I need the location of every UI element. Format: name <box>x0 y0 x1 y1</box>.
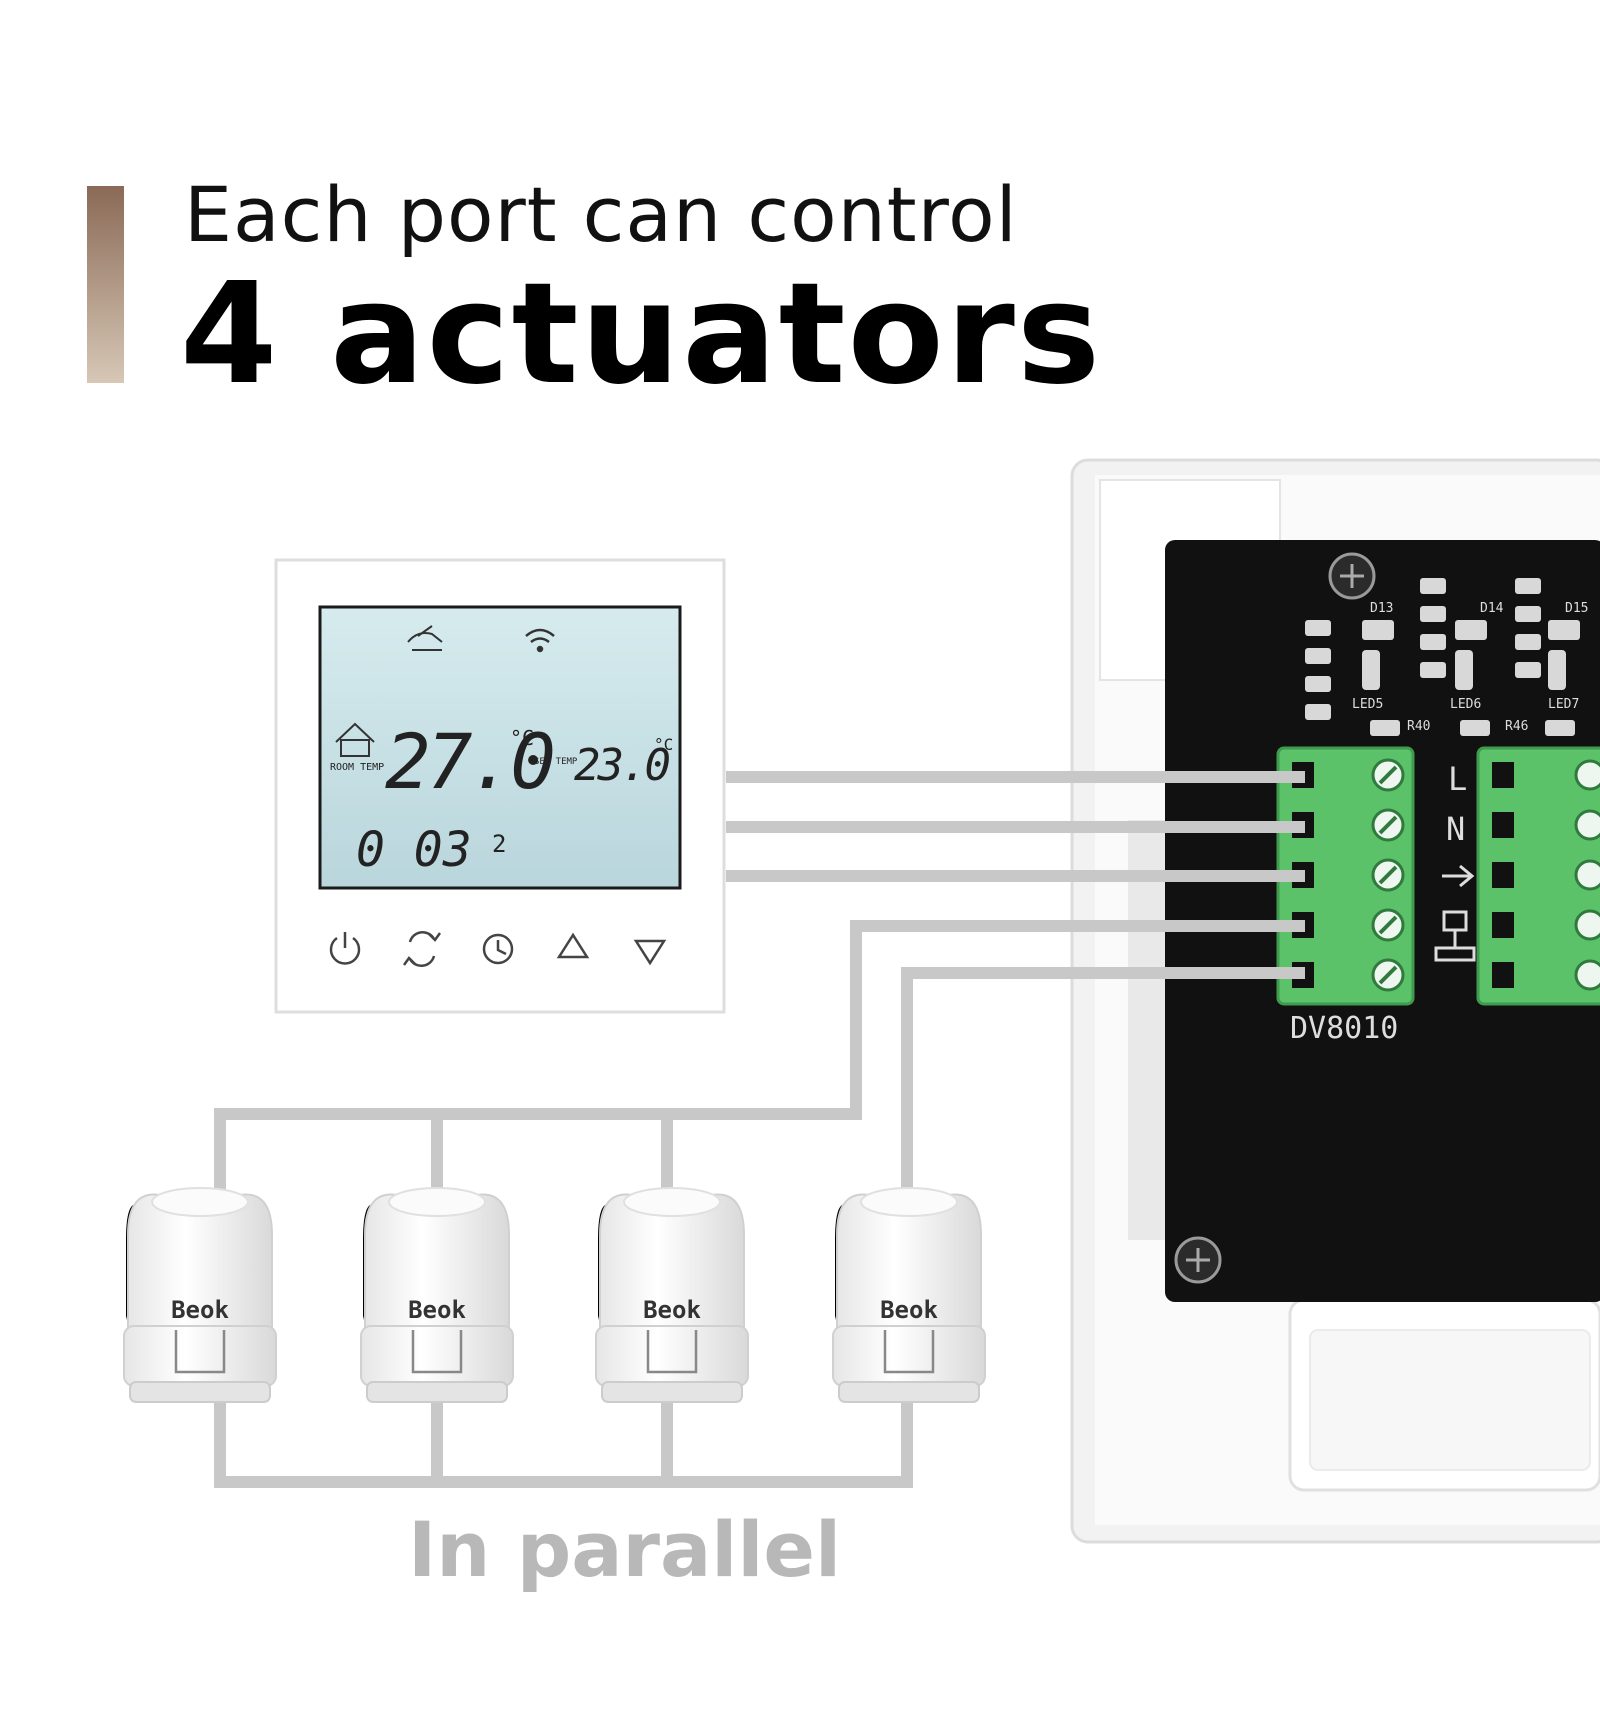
set-temp-unit: °C <box>654 735 673 754</box>
circuit-board: D13 D14 D15 LED5 LED6 LED7 R40 R46 <box>1165 540 1600 1302</box>
day-display: 2 <box>492 830 506 858</box>
wires <box>214 771 1305 1488</box>
actuator: Beok <box>360 1187 514 1403</box>
power-button[interactable] <box>329 932 361 965</box>
thermostat: ROOM TEMP 27.0 °C SET TEMP 23.0 °C 0 03 … <box>274 558 726 1014</box>
board-model: DV8010 <box>1290 1011 1398 1046</box>
up-arrow-icon <box>556 932 590 959</box>
pcb-label: LED5 <box>1352 697 1383 712</box>
pcb-label: D13 <box>1370 601 1393 616</box>
down-arrow-icon <box>633 939 667 966</box>
schedule-button[interactable] <box>482 933 514 965</box>
pcb-label: LED7 <box>1548 697 1579 712</box>
pcb-label: LED6 <box>1450 697 1481 712</box>
caption-in-parallel: In parallel <box>408 1505 841 1594</box>
pcb-label: R40 <box>1407 719 1430 734</box>
accent-bar <box>87 186 124 383</box>
actuator: Beok <box>832 1187 986 1403</box>
actuator-brand: Beok <box>171 1296 229 1324</box>
actuator-brand: Beok <box>408 1296 466 1324</box>
set-temp-value: 23.0 <box>574 740 669 791</box>
clock-display: 0 03 <box>356 822 472 878</box>
set-temp-label: SET TEMP <box>534 757 578 767</box>
pcb-label: R46 <box>1505 719 1528 734</box>
output-arrow-icon <box>1442 864 1475 888</box>
actuator: Beok <box>123 1187 277 1403</box>
pcb-label: D15 <box>1565 601 1588 616</box>
down-button[interactable] <box>633 939 667 966</box>
room-temp-label: ROOM TEMP <box>330 762 384 773</box>
pcb-label: D14 <box>1480 601 1504 616</box>
terminal-label-l: L <box>1448 760 1467 798</box>
actuator-brand: Beok <box>643 1296 701 1324</box>
home-icon <box>335 722 375 757</box>
actuator-symbol-icon <box>1434 910 1476 962</box>
actuator-brand: Beok <box>880 1296 938 1324</box>
room-temp-value: 27.0 <box>385 717 553 806</box>
power-icon <box>329 936 361 965</box>
room-temp-unit: °C <box>510 726 534 750</box>
lcd-screen <box>318 605 682 890</box>
heading-line-1: Each port can control <box>184 170 1018 259</box>
actuators-group: Beok Beok Beok Beok <box>123 1187 986 1403</box>
terminal-label-n: N <box>1446 810 1465 848</box>
terminal-block <box>1476 746 1600 1006</box>
clock-icon <box>482 933 514 965</box>
actuator: Beok <box>595 1187 749 1403</box>
up-button[interactable] <box>556 932 590 959</box>
wifi-icon <box>525 628 555 653</box>
heading-line-2: 4 actuators <box>180 253 1103 416</box>
manual-mode-icon <box>407 625 443 651</box>
terminal-block <box>1276 746 1415 1006</box>
mode-button[interactable] <box>402 930 442 968</box>
